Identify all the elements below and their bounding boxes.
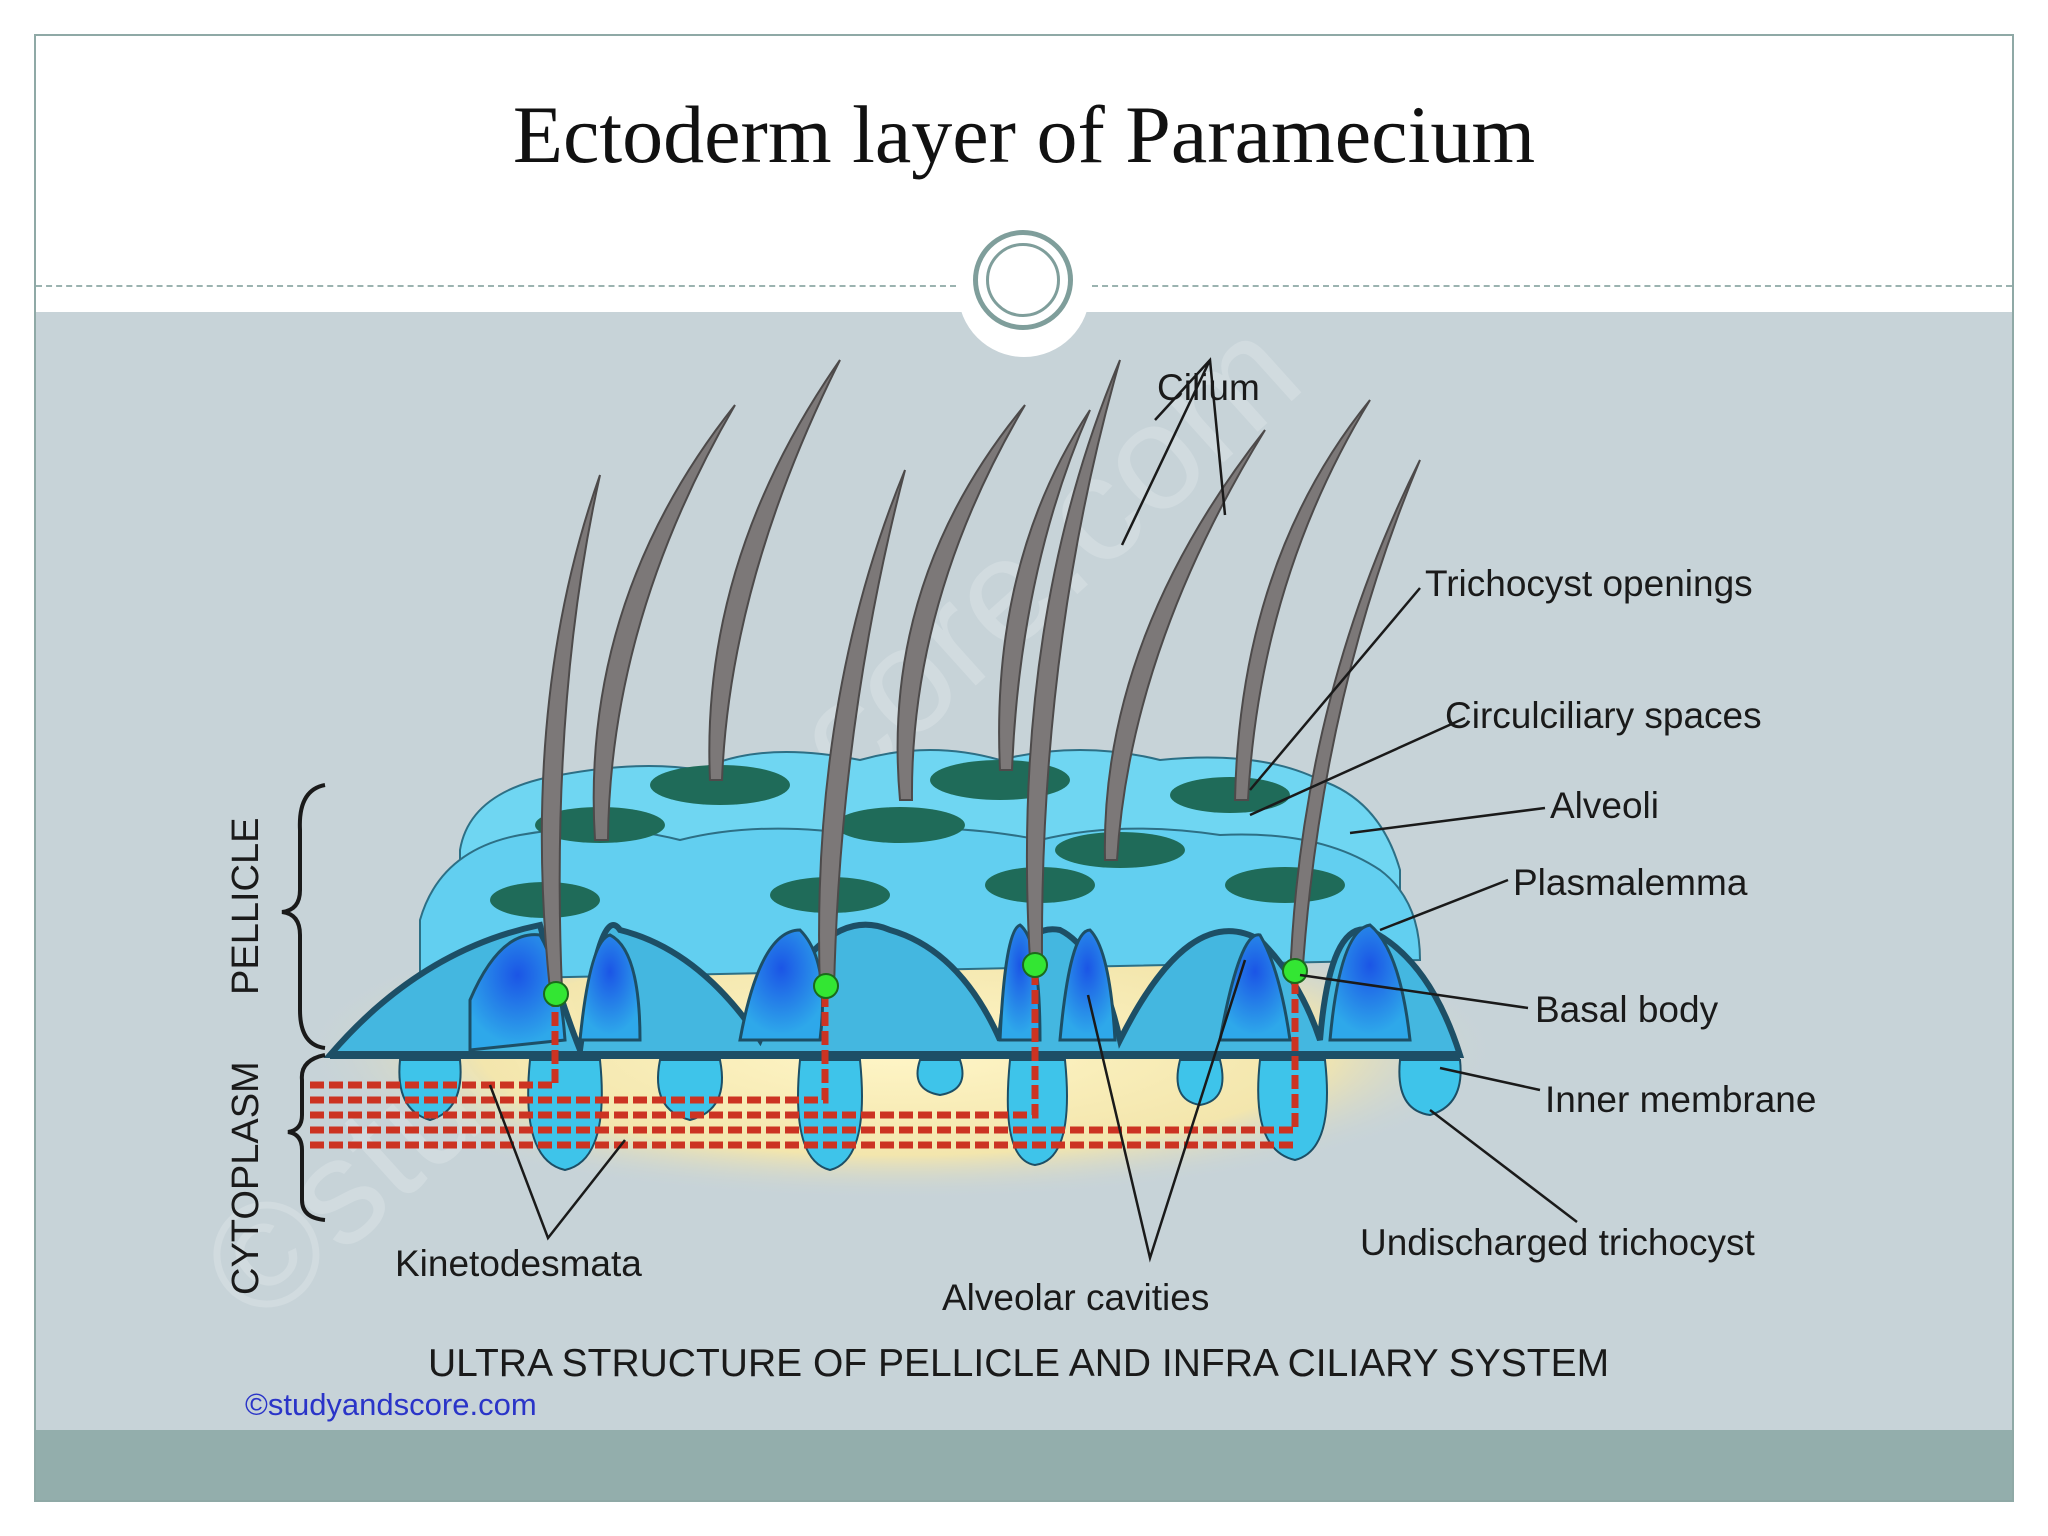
pellicle-brace <box>281 783 326 1050</box>
cilia <box>540 359 1421 991</box>
diagram-caption: ULTRA STRUCTURE OF PELLICLE AND INFRA CI… <box>428 1342 1609 1385</box>
leader-lines <box>488 357 1578 1263</box>
inner-membrane-label: Inner membrane <box>1545 1079 1816 1120</box>
kinetodesmata-fibers <box>310 965 1299 1149</box>
slide-title: Ectoderm layer of Paramecium <box>512 89 1536 180</box>
trichocyst-openings-label: Trichocyst openings <box>1425 563 1753 604</box>
plasmalemma-label: Plasmalemma <box>1513 862 1748 903</box>
alveolar-cavities <box>468 923 1412 1052</box>
footer-band <box>36 1430 2012 1500</box>
kinetodesmata-label: Kinetodesmata <box>395 1243 642 1284</box>
cytoplasm-brace <box>287 1053 326 1222</box>
pellicle-label: PELLICLE <box>225 818 267 995</box>
alveoli-label: Alveoli <box>1550 785 1659 826</box>
title-divider-left <box>36 285 956 287</box>
cytoplasm-label: CYTOPLASM <box>225 1061 267 1295</box>
alveolar-cavities-label: Alveolar cavities <box>942 1277 1209 1318</box>
cilium-label: Cilium <box>1157 367 1260 408</box>
basal-bodies <box>543 952 1308 1007</box>
credit-link[interactable]: ©studyandscore.com <box>245 1387 537 1422</box>
basal-body-label: Basal body <box>1535 989 1719 1030</box>
divider-circle-ornament <box>973 230 1073 330</box>
undischarged-trichocyst-label: Undischarged trichocyst <box>1360 1222 1756 1263</box>
title-divider-right <box>1092 285 2012 287</box>
circulciliary-spaces-label: Circulciliary spaces <box>1445 695 1762 736</box>
